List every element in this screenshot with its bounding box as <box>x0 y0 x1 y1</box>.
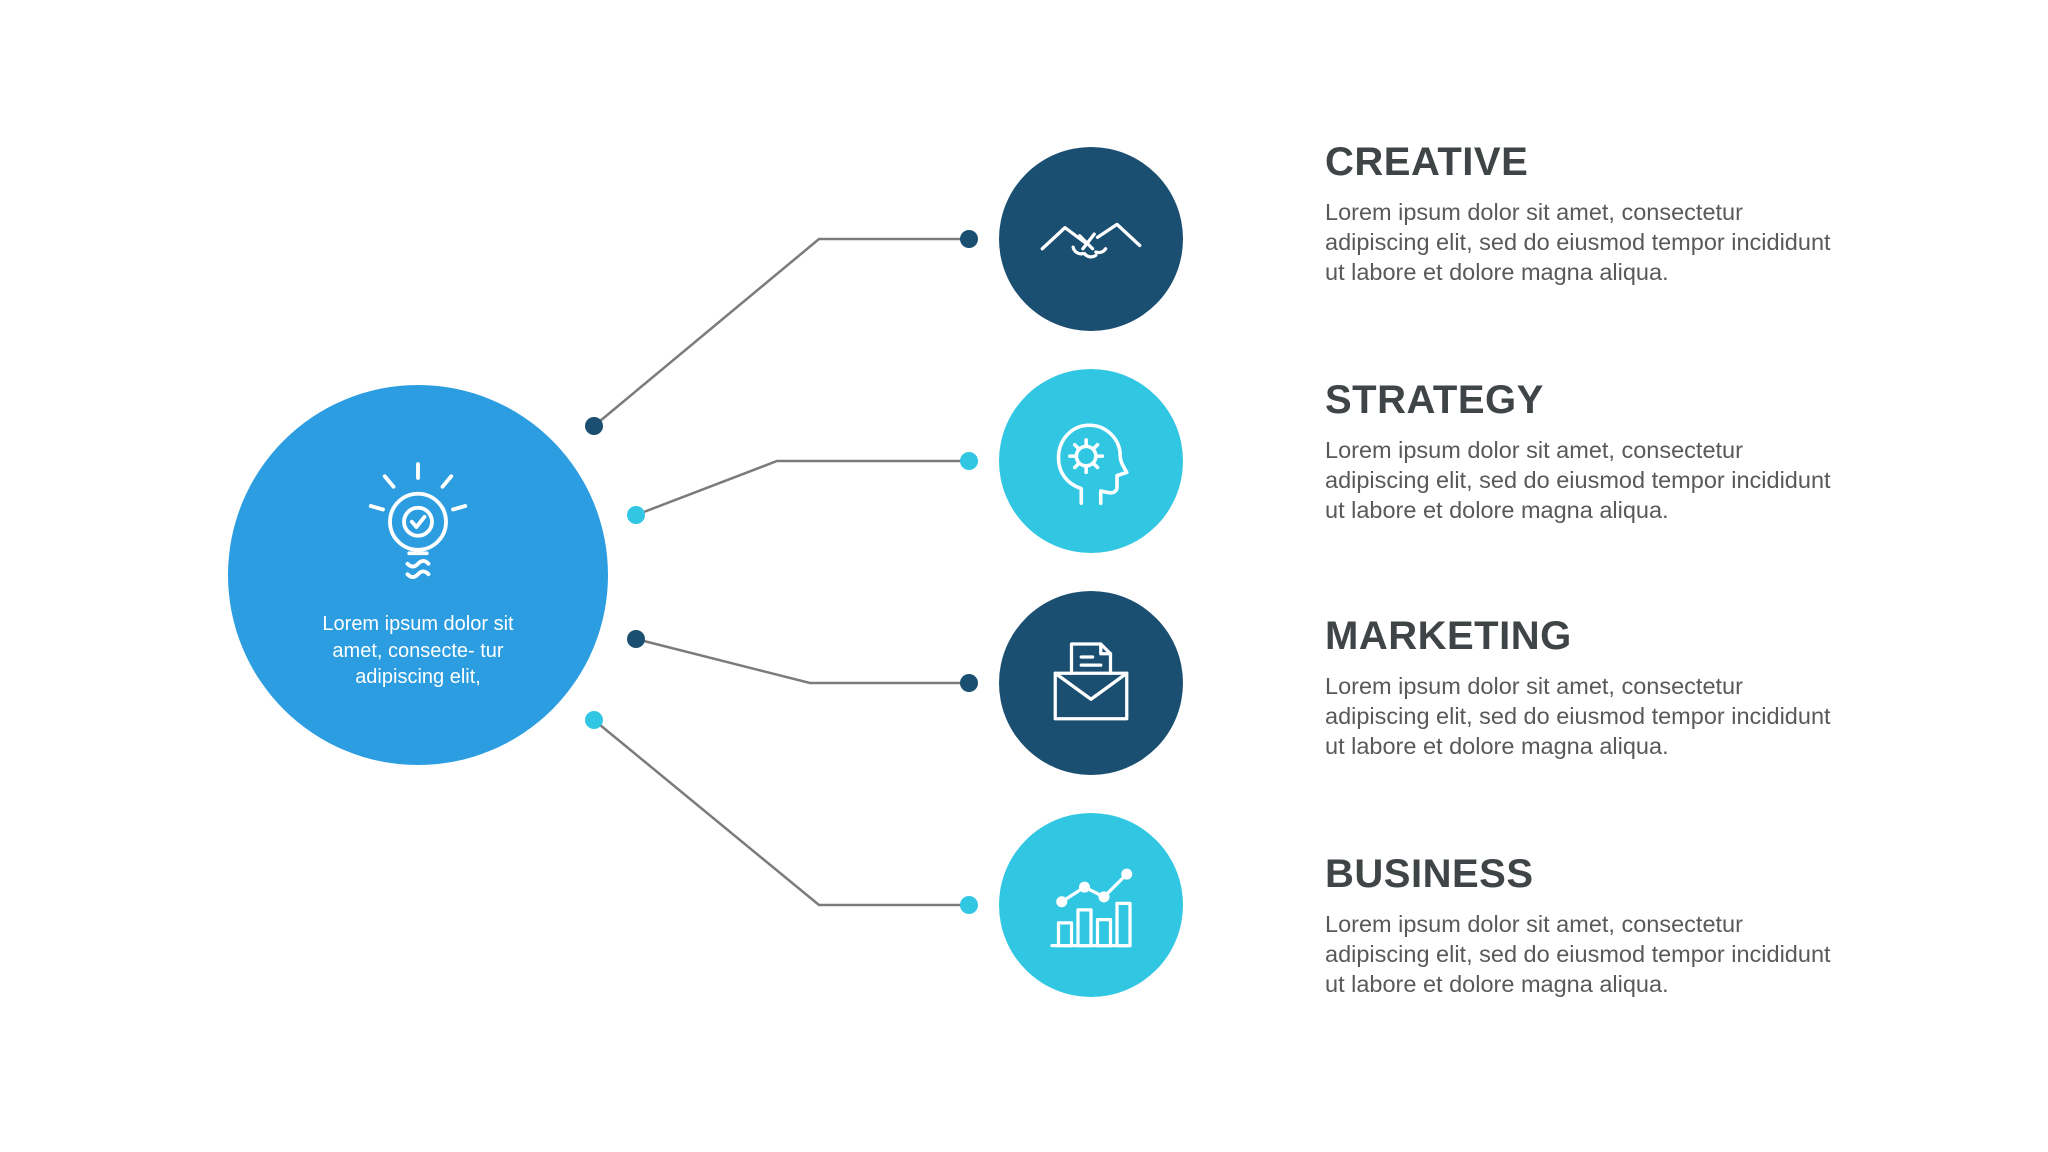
dot-marketing-end <box>960 674 978 692</box>
section-description-business: Lorem ipsum dolor sit amet, consectetur … <box>1325 911 1831 998</box>
lightbulb-check-icon <box>368 462 468 580</box>
handshake-icon <box>1040 222 1142 259</box>
node-marketing <box>999 591 1183 775</box>
connector-creative <box>593 237 969 427</box>
section-creative: CREATIVE Lorem ipsum dolor sit amet, con… <box>1325 140 1845 287</box>
section-business: BUSINESS Lorem ipsum dolor sit amet, con… <box>1325 852 1845 999</box>
bar-chart-icon <box>1050 868 1133 948</box>
center-node: Lorem ipsum dolor sit amet, consecte- tu… <box>228 385 608 765</box>
envelope-letter-icon <box>1053 642 1129 721</box>
dot-creative-start <box>585 417 603 435</box>
dot-strategy-start <box>627 506 645 524</box>
center-node-text: Lorem ipsum dolor sit amet, consecte- tu… <box>322 613 514 689</box>
section-description-strategy: Lorem ipsum dolor sit amet, consectetur … <box>1325 437 1831 524</box>
connector-marketing <box>635 637 969 685</box>
dot-strategy-end <box>960 452 978 470</box>
section-strategy: STRATEGY Lorem ipsum dolor sit amet, con… <box>1325 378 1845 525</box>
section-description-creative: Lorem ipsum dolor sit amet, consectetur … <box>1325 199 1831 286</box>
node-business <box>999 813 1183 997</box>
section-title-strategy: STRATEGY <box>1325 378 1544 422</box>
section-marketing: MARKETING Lorem ipsum dolor sit amet, co… <box>1325 614 1845 761</box>
dot-business-end <box>960 896 978 914</box>
node-creative <box>999 147 1183 331</box>
connector-business <box>593 719 969 907</box>
section-title-creative: CREATIVE <box>1325 140 1529 184</box>
dot-creative-end <box>960 230 978 248</box>
head-gear-icon <box>1056 423 1129 506</box>
dot-marketing-start <box>627 630 645 648</box>
section-title-business: BUSINESS <box>1325 852 1534 896</box>
connector-strategy <box>635 459 969 517</box>
node-strategy <box>999 369 1183 553</box>
section-description-marketing: Lorem ipsum dolor sit amet, consectetur … <box>1325 673 1831 760</box>
section-title-marketing: MARKETING <box>1325 614 1572 658</box>
dot-business-start <box>585 711 603 729</box>
